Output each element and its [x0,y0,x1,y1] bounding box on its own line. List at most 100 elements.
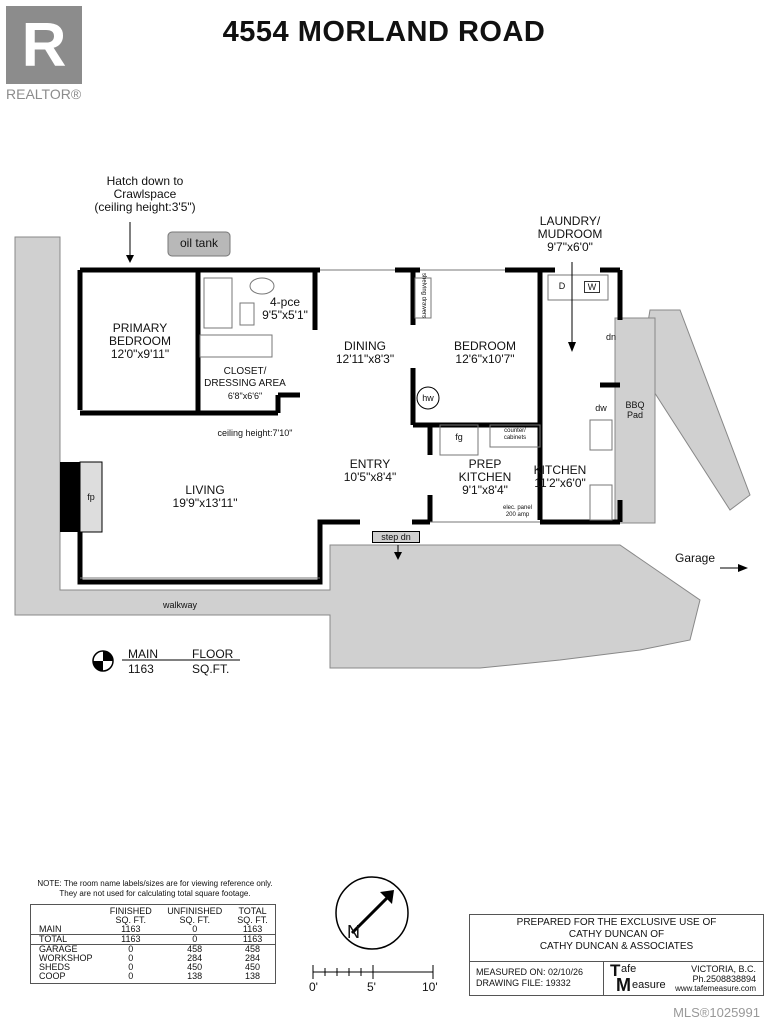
cell: MAIN [39,924,62,934]
shelving-label: shelving drawers [420,273,427,319]
cell: SHEDS [39,962,71,972]
room-bath: 4-pce 9'5"x5'1" [250,296,320,322]
scale-label-0: 0' [309,980,318,994]
elec-panel-label: elec. panel 200 amp [495,505,540,519]
cell: 0 [192,924,198,934]
bbq-line: BBQ [625,400,645,410]
room-name: PRIMARY [112,321,168,335]
shelving-line: drawers [420,296,427,319]
header: SQ. FT. [237,915,268,925]
cell: 458 [187,944,203,954]
measured-date: MEASURED ON: 02/10/26 [476,967,584,977]
cell: 1163 [121,924,141,934]
ceiling-height-note: ceiling height:7'10" [217,428,293,438]
room-bedroom: BEDROOM 12'6"x10'7" [440,340,530,366]
bbq-pad [614,317,656,524]
hatch-line-2: Crawlspace [113,187,177,201]
cell: 0 [128,962,134,972]
dryer-label: D [558,281,566,291]
table-row: SHEDS 0 450 450 [31,963,275,972]
floor-name: MAIN [128,647,158,661]
room-size: 10'5"x8'4" [343,470,397,484]
brand-m: M [616,975,631,995]
prepared-line: CATHY DUNCAN & ASSOCIATES [539,941,694,952]
room-name: KITCHEN [533,463,587,477]
page-title: 4554 MORLAND ROAD [222,16,546,48]
walkway-area [14,236,701,669]
room-name: BEDROOM [453,339,516,353]
hw-label: hw [422,393,434,403]
prepared-box: PREPARED FOR THE EXCLUSIVE USE OF CATHY … [469,914,764,996]
cell: 458 [245,944,261,954]
drawing-file: DRAWING FILE: 19332 [476,978,571,988]
walkway-label: walkway [162,600,197,610]
hatch-line-1: Hatch down to [106,174,184,188]
step-down-label: step dn [372,531,420,543]
oil-tank-label: oil tank [179,236,219,250]
floor-sqft: 1163 [128,662,154,676]
room-primary-bedroom: PRIMARY BEDROOM 12'0"x9'11" [90,322,190,361]
cell: TOTAL [39,934,68,944]
room-closet: CLOSET/ DRESSING AREA 6'8"x6'6" [195,366,295,402]
compass-letter: N [347,922,360,942]
realtor-logo-letter: R [21,11,67,80]
room-name: KITCHEN [458,470,512,484]
elec-line: elec. panel [502,505,533,511]
header: UNFINISHED [167,906,223,916]
cell: 450 [187,962,203,972]
bbq-line: Pad [626,410,643,420]
note-line: They are not used for calculating total … [59,889,251,898]
cell: GARAGE [39,944,78,954]
room-size: 12'0"x9'11" [110,347,170,361]
header: SQ. FT. [115,915,147,925]
hot-water-tank [416,386,440,410]
cell: 284 [187,953,203,963]
header: SQ. FT. [179,915,210,925]
cell: 138 [187,971,203,981]
cell: 450 [245,962,261,972]
realtor-logo-text: REALTOR® [6,86,82,102]
room-name: 4-pce [269,295,301,309]
cell: 138 [245,971,261,981]
note-line: NOTE: The room name labels/sizes are for… [37,879,273,888]
counter-line: counter/ [504,428,526,434]
cell: 1163 [242,934,263,944]
room-size: 19'9"x13'11" [172,496,238,510]
fireplace-label: fp [87,492,95,502]
hatch-note: Hatch down to Crawlspace (ceiling height… [75,175,215,214]
cell: 0 [128,944,134,954]
garage-label: Garage [675,551,716,565]
counter-line: cabinets [503,435,527,441]
room-size: 9'5"x5'1" [262,308,308,322]
room-name: DINING [344,339,386,353]
cell: 0 [192,934,198,944]
prepared-line: PREPARED FOR THE EXCLUSIVE USE OF [516,917,717,928]
fridge-label: fg [455,432,463,442]
room-name: BEDROOM [108,334,171,348]
room-kitchen: KITCHEN 11'2"x6'0" [525,464,595,490]
brand-afe: afe [621,963,637,975]
dishwasher-label: dw [595,403,607,413]
stairs-down-label: dn [605,332,616,342]
tafe-measure-logo: T afe M easure VICTORIA, B.C. Ph.2508838… [610,961,760,995]
room-name: CLOSET/ [223,366,267,377]
scale-label-5: 5' [367,980,376,994]
room-size: 12'6"x10'7" [455,352,515,366]
room-size: 11'2"x6'0" [534,476,586,490]
room-entry: ENTRY 10'5"x8'4" [330,458,410,484]
room-name: PREP [468,457,502,471]
floor-sqft-unit: SQ.FT. [192,662,230,676]
room-prep-kitchen: PREP KITCHEN 9'1"x8'4" [445,458,525,497]
garage-ramp [639,309,751,511]
room-size: 6'8"x6'6" [227,391,263,401]
cell: 284 [245,953,261,963]
room-name: DRESSING AREA [204,378,286,389]
note: NOTE: The room name labels/sizes are for… [10,879,300,899]
room-name: LAUNDRY/ [539,214,601,228]
prepared-line: CATHY DUNCAN OF [568,929,665,940]
